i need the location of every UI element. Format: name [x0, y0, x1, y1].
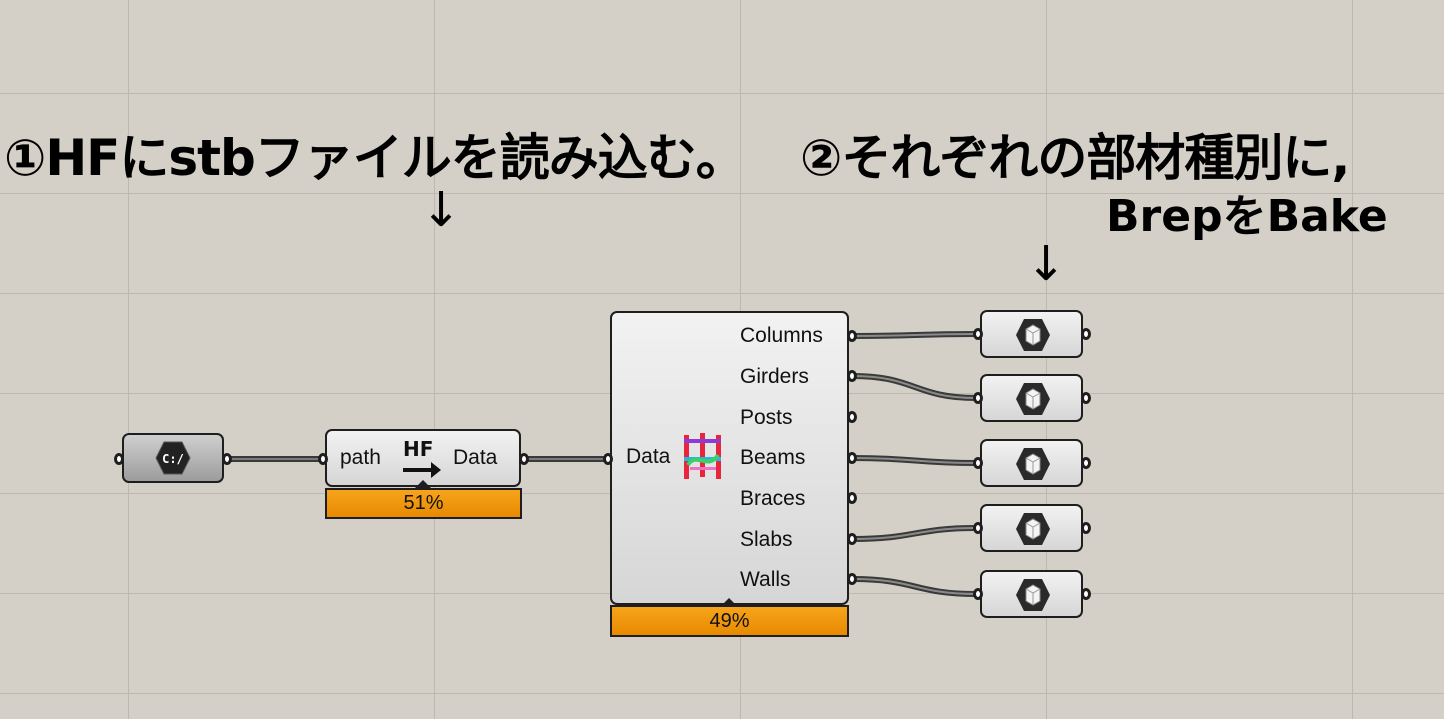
bake-brep-component-girders[interactable]	[980, 374, 1083, 422]
progress-notch	[721, 598, 737, 606]
brep-icon	[1016, 448, 1050, 480]
bake-brep-component-beams[interactable]	[980, 439, 1083, 487]
progress-bar-hf: 51%	[325, 488, 522, 519]
stb-split-component[interactable]: Data Columns Girders Posts Beams Braces …	[610, 311, 849, 605]
bake-brep-component-walls[interactable]	[980, 570, 1083, 618]
output-port-data[interactable]	[519, 453, 529, 465]
output-label-braces: Braces	[740, 487, 806, 510]
progress-bar-stb: 49%	[610, 605, 849, 637]
hf-icon: HF	[399, 437, 443, 481]
wire-beams[interactable]	[850, 455, 979, 466]
output-label-data: Data	[453, 446, 498, 469]
output-port[interactable]	[1081, 457, 1091, 469]
output-port[interactable]	[1081, 588, 1091, 600]
input-port[interactable]	[973, 328, 983, 340]
output-port-columns[interactable]	[847, 330, 857, 342]
stb-structure-icon	[684, 433, 721, 479]
output-port-walls[interactable]	[847, 573, 857, 585]
down-arrow-annotation: ↓	[421, 182, 462, 238]
output-port-slabs[interactable]	[847, 533, 857, 545]
svg-text:C:/: C:/	[162, 452, 184, 466]
bake-brep-component-columns[interactable]	[980, 310, 1083, 358]
input-port[interactable]	[114, 453, 124, 465]
input-port[interactable]	[973, 522, 983, 534]
brep-icon	[1016, 513, 1050, 545]
brep-icon	[1016, 319, 1050, 351]
file-path-icon: C:/	[155, 441, 191, 475]
output-port-braces[interactable]	[847, 492, 857, 504]
brep-icon	[1016, 579, 1050, 611]
output-label-slabs: Slabs	[740, 528, 793, 551]
output-port[interactable]	[1081, 522, 1091, 534]
down-arrow-annotation: ↓	[1026, 236, 1067, 292]
annotation-step1: ①HFにstbファイルを読み込む。	[4, 129, 746, 187]
annotation-step2-line2: BrepをBake	[1106, 191, 1388, 242]
input-port[interactable]	[973, 392, 983, 404]
input-port[interactable]	[973, 588, 983, 600]
bake-brep-component-slabs[interactable]	[980, 504, 1083, 552]
input-port-path[interactable]	[318, 453, 328, 465]
output-label-beams: Beams	[740, 446, 806, 469]
output-port[interactable]	[1081, 392, 1091, 404]
output-port-beams[interactable]	[847, 452, 857, 464]
output-label-girders: Girders	[740, 365, 809, 388]
output-label-walls: Walls	[740, 568, 791, 591]
input-port[interactable]	[973, 457, 983, 469]
output-port[interactable]	[222, 453, 232, 465]
output-port-girders[interactable]	[847, 370, 857, 382]
annotation-step2-line1: ②それぞれの部材種別に,	[800, 129, 1350, 187]
input-port-data[interactable]	[603, 453, 613, 465]
output-label-posts: Posts	[740, 406, 793, 429]
wire-girders[interactable]	[850, 373, 979, 401]
input-label-data: Data	[626, 445, 671, 468]
brep-icon	[1016, 383, 1050, 415]
output-port-posts[interactable]	[847, 411, 857, 423]
file-path-component[interactable]: C:/	[122, 433, 224, 483]
output-port[interactable]	[1081, 328, 1091, 340]
wire-slabs[interactable]	[850, 525, 979, 542]
output-label-columns: Columns	[740, 324, 823, 347]
input-label-path: path	[340, 446, 381, 469]
wire-walls[interactable]	[850, 576, 979, 597]
progress-notch	[415, 480, 431, 488]
hf-import-component[interactable]: path HF Data	[325, 429, 521, 487]
wire-columns[interactable]	[850, 331, 979, 339]
